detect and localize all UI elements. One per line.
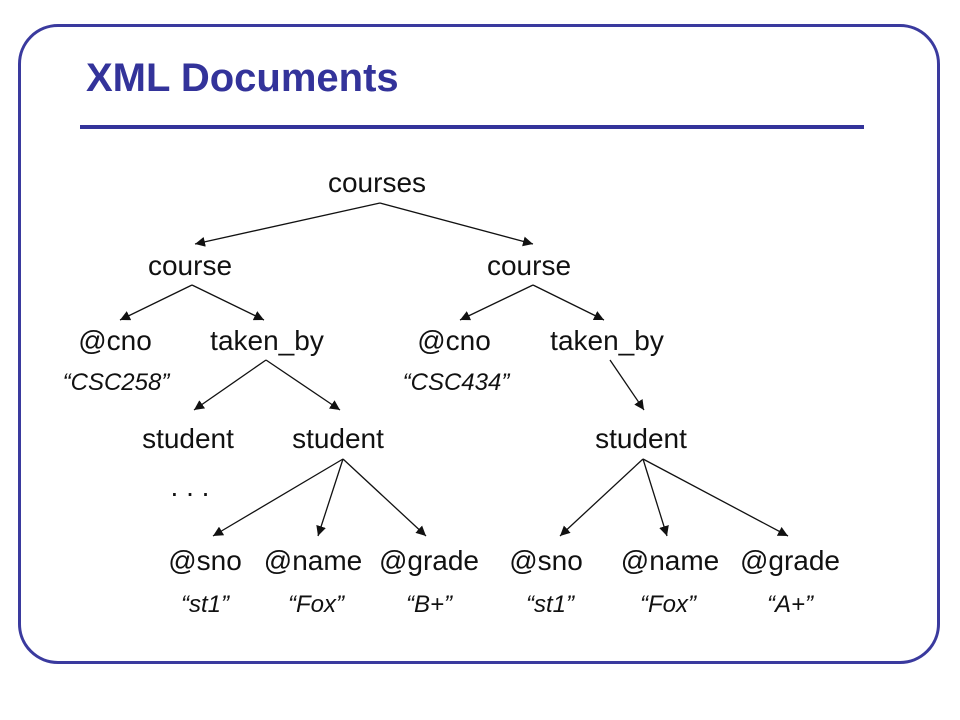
slide-title: XML Documents [86,56,399,100]
tree-edges [119,202,789,537]
edge-student2-grade [342,458,427,537]
node-course-2: course [487,250,571,281]
node-sno-1: @sno [168,545,242,576]
edge-takenby1-student2 [265,359,341,411]
node-name-1: @name [264,545,362,576]
value-grade-1: “B+” [406,591,453,618]
edge-course2-takenby [532,284,605,321]
value-cno-2: “CSC434” [403,369,511,396]
edge-takenby1-student1 [193,359,267,411]
value-name-1: “Fox” [288,591,345,618]
edge-student2-name [316,458,344,537]
edge-student2-sno [212,458,344,537]
node-student-2: student [292,423,384,454]
node-grade-2: @grade [740,545,840,576]
value-sno-2: “st1” [526,591,575,618]
value-name-2: “Fox” [640,591,697,618]
edge-course1-cno [119,284,193,321]
value-cno-1: “CSC258” [63,369,171,396]
edge-student3-name [642,458,669,537]
edge-courses-course2 [379,202,534,247]
node-courses: courses [328,167,426,198]
edge-student3-sno [559,458,644,537]
edge-course1-takenby [191,284,265,321]
edge-courses-course1 [194,202,381,247]
edge-student3-grade [642,458,789,537]
node-sno-2: @sno [509,545,583,576]
node-taken-by-2: taken_by [550,325,664,356]
node-cno-1: @cno [78,325,152,356]
edge-course2-cno [459,284,534,321]
ellipsis: . . . [171,471,210,502]
node-student-3: student [595,423,687,454]
value-grade-2: “A+” [767,591,814,618]
value-sno-1: “st1” [181,591,230,618]
node-student-1: student [142,423,234,454]
edge-takenby2-student3 [609,359,645,411]
node-course-1: course [148,250,232,281]
slide-frame [18,24,940,664]
node-grade-1: @grade [379,545,479,576]
node-name-2: @name [621,545,719,576]
title-underline [80,125,864,129]
node-taken-by-1: taken_by [210,325,324,356]
node-cno-2: @cno [417,325,491,356]
